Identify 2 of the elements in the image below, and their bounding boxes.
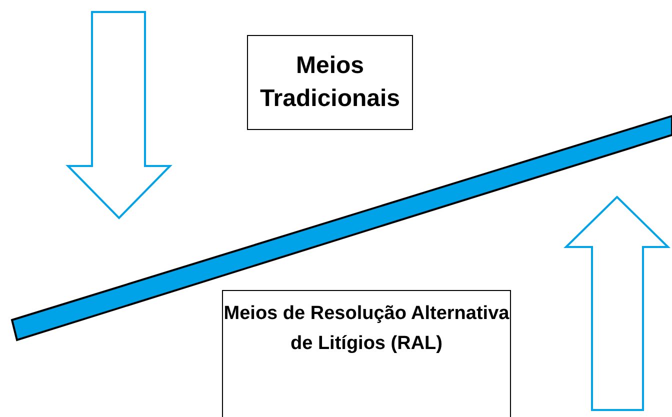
text-box: Meios de Resolução Alternativa de Litígios (RAL)	[222, 290, 511, 417]
text-box: Meios Tradicionais	[247, 35, 413, 130]
